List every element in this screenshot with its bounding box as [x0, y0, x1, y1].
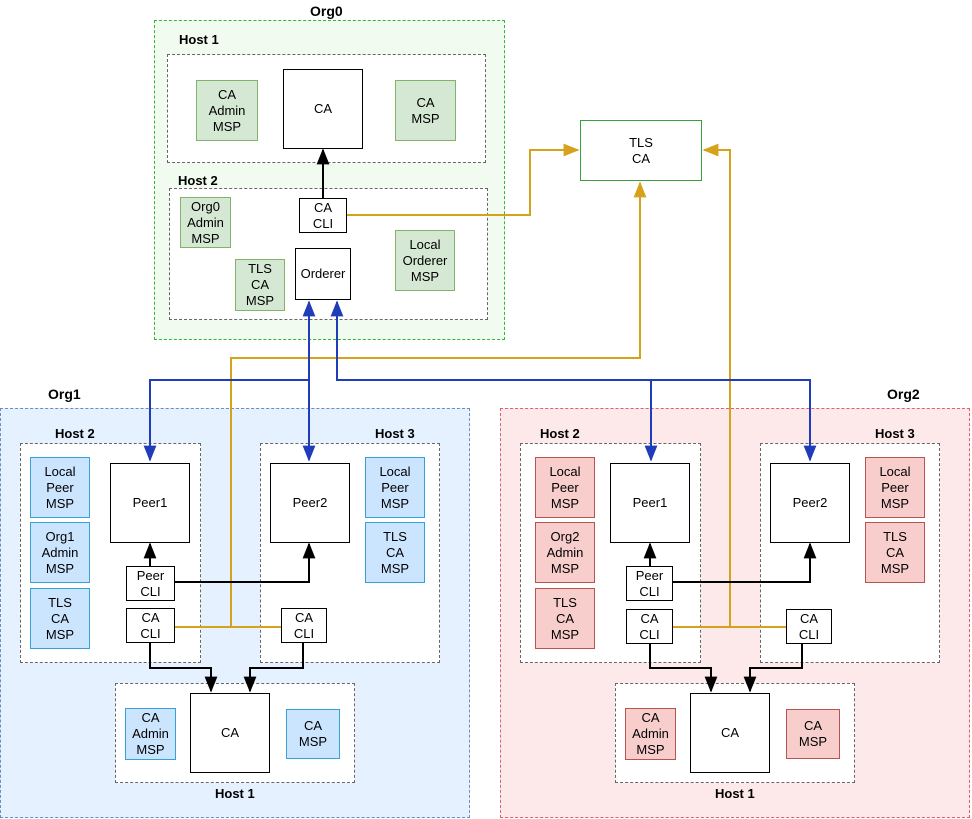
org1-ca-node: CA [190, 693, 270, 773]
org1-host3-ca-cli: CA CLI [281, 608, 327, 643]
orderer-link-org2 [330, 300, 658, 462]
org1-cacli-to-ca [149, 643, 218, 693]
org1-host3-local-peer-msp: Local Peer MSP [365, 457, 425, 518]
org1-peer2-node: Peer2 [270, 463, 350, 543]
org2-host1-label: Host 1 [715, 786, 755, 801]
org0-admin-msp: Org0 Admin MSP [180, 197, 231, 248]
org0-ca-node: CA [283, 69, 363, 149]
org1-host2-label: Host 2 [55, 426, 95, 441]
org0-local-orderer-msp: Local Orderer MSP [395, 230, 455, 291]
org2-cacli-to-ca [649, 643, 718, 693]
org0-host2-label: Host 2 [178, 173, 218, 188]
org2-admin-msp: Org2 Admin MSP [535, 522, 595, 583]
orderer-link-org2-peer2 [651, 379, 817, 462]
org0-title: Org0 [310, 3, 343, 19]
org2-peercli-to-peer2 [673, 542, 817, 583]
tls-link-org2 [673, 143, 731, 628]
org2-ca-admin-msp: CA Admin MSP [625, 708, 676, 760]
org1-host3-tls-ca-msp: TLS CA MSP [365, 522, 425, 583]
org2-peer1-node: Peer1 [610, 463, 690, 543]
org0-ca-msp: CA MSP [395, 80, 456, 141]
org1-peercli-to-peer2 [175, 542, 316, 583]
org1-host3-cacli-to-ca [243, 643, 304, 693]
tls-link-org0 [347, 143, 580, 216]
orderer-node: Orderer [295, 248, 351, 300]
org1-peer1-node: Peer1 [110, 463, 190, 543]
org2-host3-local-peer-msp: Local Peer MSP [865, 457, 925, 518]
org2-peer-cli: Peer CLI [626, 566, 673, 601]
org2-host2-ca-cli: CA CLI [626, 609, 673, 644]
org1-ca-admin-msp: CA Admin MSP [125, 708, 176, 760]
org0-host1-label: Host 1 [179, 32, 219, 47]
org2-peer2-node: Peer2 [770, 463, 850, 543]
org2-ca-node: CA [690, 693, 770, 773]
org1-admin-msp: Org1 Admin MSP [30, 522, 90, 583]
org2-host3-cacli-to-ca [743, 643, 803, 693]
org2-host2-tls-ca-msp: TLS CA MSP [535, 588, 595, 649]
org2-host2-local-peer-msp: Local Peer MSP [535, 457, 595, 518]
org2-host3-tls-ca-msp: TLS CA MSP [865, 522, 925, 583]
org2-host3-ca-cli: CA CLI [786, 609, 832, 644]
org1-host2-ca-cli: CA CLI [126, 608, 175, 643]
org2-host3-label: Host 3 [875, 426, 915, 441]
org0-ca-cli: CA CLI [299, 198, 347, 233]
org0-ca-admin-msp: CA Admin MSP [196, 80, 258, 141]
org2-title: Org2 [887, 386, 920, 402]
org1-ca-msp: CA MSP [286, 709, 340, 759]
org1-peer-cli: Peer CLI [126, 566, 175, 601]
org2-ca-msp: CA MSP [786, 709, 840, 759]
tls-ca-node: TLS CA [580, 120, 702, 181]
org1-host2-tls-ca-msp: TLS CA MSP [30, 588, 90, 649]
org1-title: Org1 [48, 386, 81, 402]
org1-host2-local-peer-msp: Local Peer MSP [30, 457, 90, 518]
org0-tls-ca-msp: TLS CA MSP [235, 259, 285, 311]
org1-host1-label: Host 1 [215, 786, 255, 801]
orderer-link-org1 [143, 300, 316, 462]
